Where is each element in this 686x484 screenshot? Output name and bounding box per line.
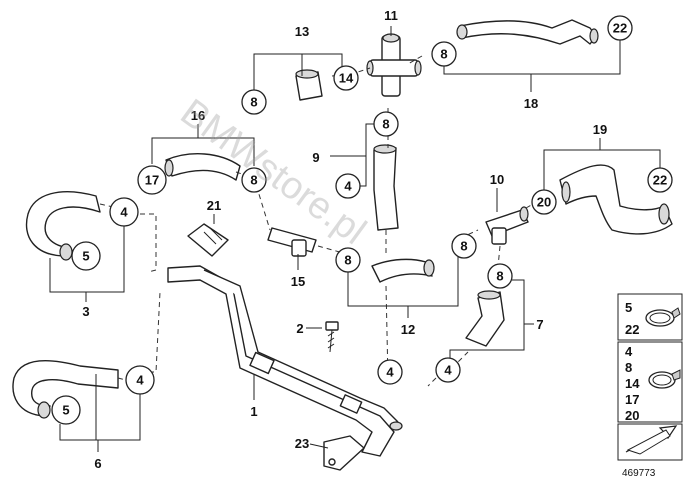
- hose-16: [164, 153, 241, 181]
- callout-8-right: 8: [487, 263, 513, 289]
- label-13: 13: [295, 24, 309, 39]
- callout-5-left2: 5: [51, 395, 81, 425]
- callout-4-left1: 4: [109, 197, 139, 227]
- svg-text:8: 8: [496, 269, 503, 284]
- label-3: 3: [82, 304, 89, 319]
- svg-text:8: 8: [250, 173, 257, 188]
- svg-text:4: 4: [344, 179, 352, 194]
- legend-item-4: 4: [625, 344, 633, 359]
- spring-clamp-icon: [648, 369, 681, 389]
- label-1: 1: [250, 404, 257, 419]
- hose-12: [371, 258, 435, 283]
- legend-item-14: 14: [625, 376, 640, 391]
- bracket-23: [323, 435, 365, 471]
- callout-4-mid: 4: [335, 173, 361, 199]
- callout-17: 17: [137, 165, 167, 195]
- legend-item-22: 22: [625, 322, 639, 337]
- legend-item-8: 8: [625, 360, 632, 375]
- label-21: 21: [207, 198, 221, 213]
- clamp-icon: [645, 307, 681, 327]
- callout-22-right: 22: [647, 167, 673, 193]
- label-19: 19: [593, 122, 607, 137]
- callout-4-bottom: 4: [377, 359, 403, 385]
- callout-4-bottomright: 4: [435, 357, 461, 383]
- svg-text:22: 22: [653, 173, 667, 188]
- legend-item-17: 17: [625, 392, 639, 407]
- label-12: 12: [401, 322, 415, 337]
- callout-20: 20: [531, 189, 557, 215]
- label-9: 9: [312, 150, 319, 165]
- part-numbers: 13 11 18 16 9 21 19 10 3 15 12 7 2 1 6 2…: [82, 8, 607, 471]
- callout-8-left: 8: [241, 167, 267, 193]
- hose-13: [295, 69, 323, 101]
- leader-lines: [49, 26, 661, 452]
- svg-text:5: 5: [62, 403, 69, 418]
- callout-5-left1: 5: [71, 241, 101, 271]
- svg-text:8: 8: [344, 253, 351, 268]
- svg-text:4: 4: [444, 363, 452, 378]
- svg-text:5: 5: [82, 249, 89, 264]
- label-11: 11: [384, 8, 398, 23]
- reference-number: 469773: [622, 468, 656, 479]
- sleeve-21: [187, 223, 229, 257]
- label-6: 6: [94, 456, 101, 471]
- label-7: 7: [536, 317, 543, 332]
- label-10: 10: [490, 172, 504, 187]
- callout-8-top: 8: [431, 41, 457, 67]
- callout-8-mid: 8: [373, 111, 399, 137]
- label-2: 2: [296, 321, 303, 336]
- label-18: 18: [524, 96, 538, 111]
- label-16: 16: [191, 108, 205, 123]
- legend-box-1: 5 22: [617, 293, 683, 341]
- legend-item-5: 5: [625, 300, 632, 315]
- hose-19: [559, 164, 673, 235]
- arrow-icon: [625, 425, 678, 455]
- svg-text:4: 4: [136, 373, 144, 388]
- svg-text:17: 17: [145, 173, 159, 188]
- t-connector-15: [267, 227, 317, 257]
- hose-18: [456, 19, 599, 45]
- hose-9: [373, 144, 399, 231]
- svg-text:20: 20: [537, 195, 551, 210]
- svg-text:8: 8: [382, 117, 389, 132]
- cross-connector-11: [366, 33, 422, 97]
- svg-text:4: 4: [386, 365, 394, 380]
- svg-text:14: 14: [339, 71, 354, 86]
- svg-text:22: 22: [613, 21, 627, 36]
- connector-10: [485, 206, 529, 245]
- legend-item-20: 20: [625, 408, 639, 423]
- callout-8-centerright: 8: [451, 233, 477, 259]
- callout-22-topright: 22: [607, 15, 633, 41]
- legend-box-3: [617, 423, 683, 461]
- bolt-2: [325, 321, 339, 353]
- hose-7: [465, 290, 505, 347]
- label-15: 15: [291, 274, 305, 289]
- callout-8-center: 8: [335, 247, 361, 273]
- hose-6: [12, 359, 119, 419]
- svg-text:4: 4: [120, 205, 128, 220]
- svg-text:8: 8: [460, 239, 467, 254]
- callout-8-topleft: 8: [241, 89, 267, 115]
- callout-14: 14: [333, 65, 359, 91]
- label-23: 23: [295, 436, 309, 451]
- pipe-1: [167, 265, 403, 457]
- svg-text:8: 8: [440, 47, 447, 62]
- hose-3: [25, 190, 101, 261]
- legend-box-2: 4 8 14 17 20: [617, 341, 683, 423]
- callout-4-left2: 4: [125, 365, 155, 395]
- svg-text:8: 8: [250, 95, 257, 110]
